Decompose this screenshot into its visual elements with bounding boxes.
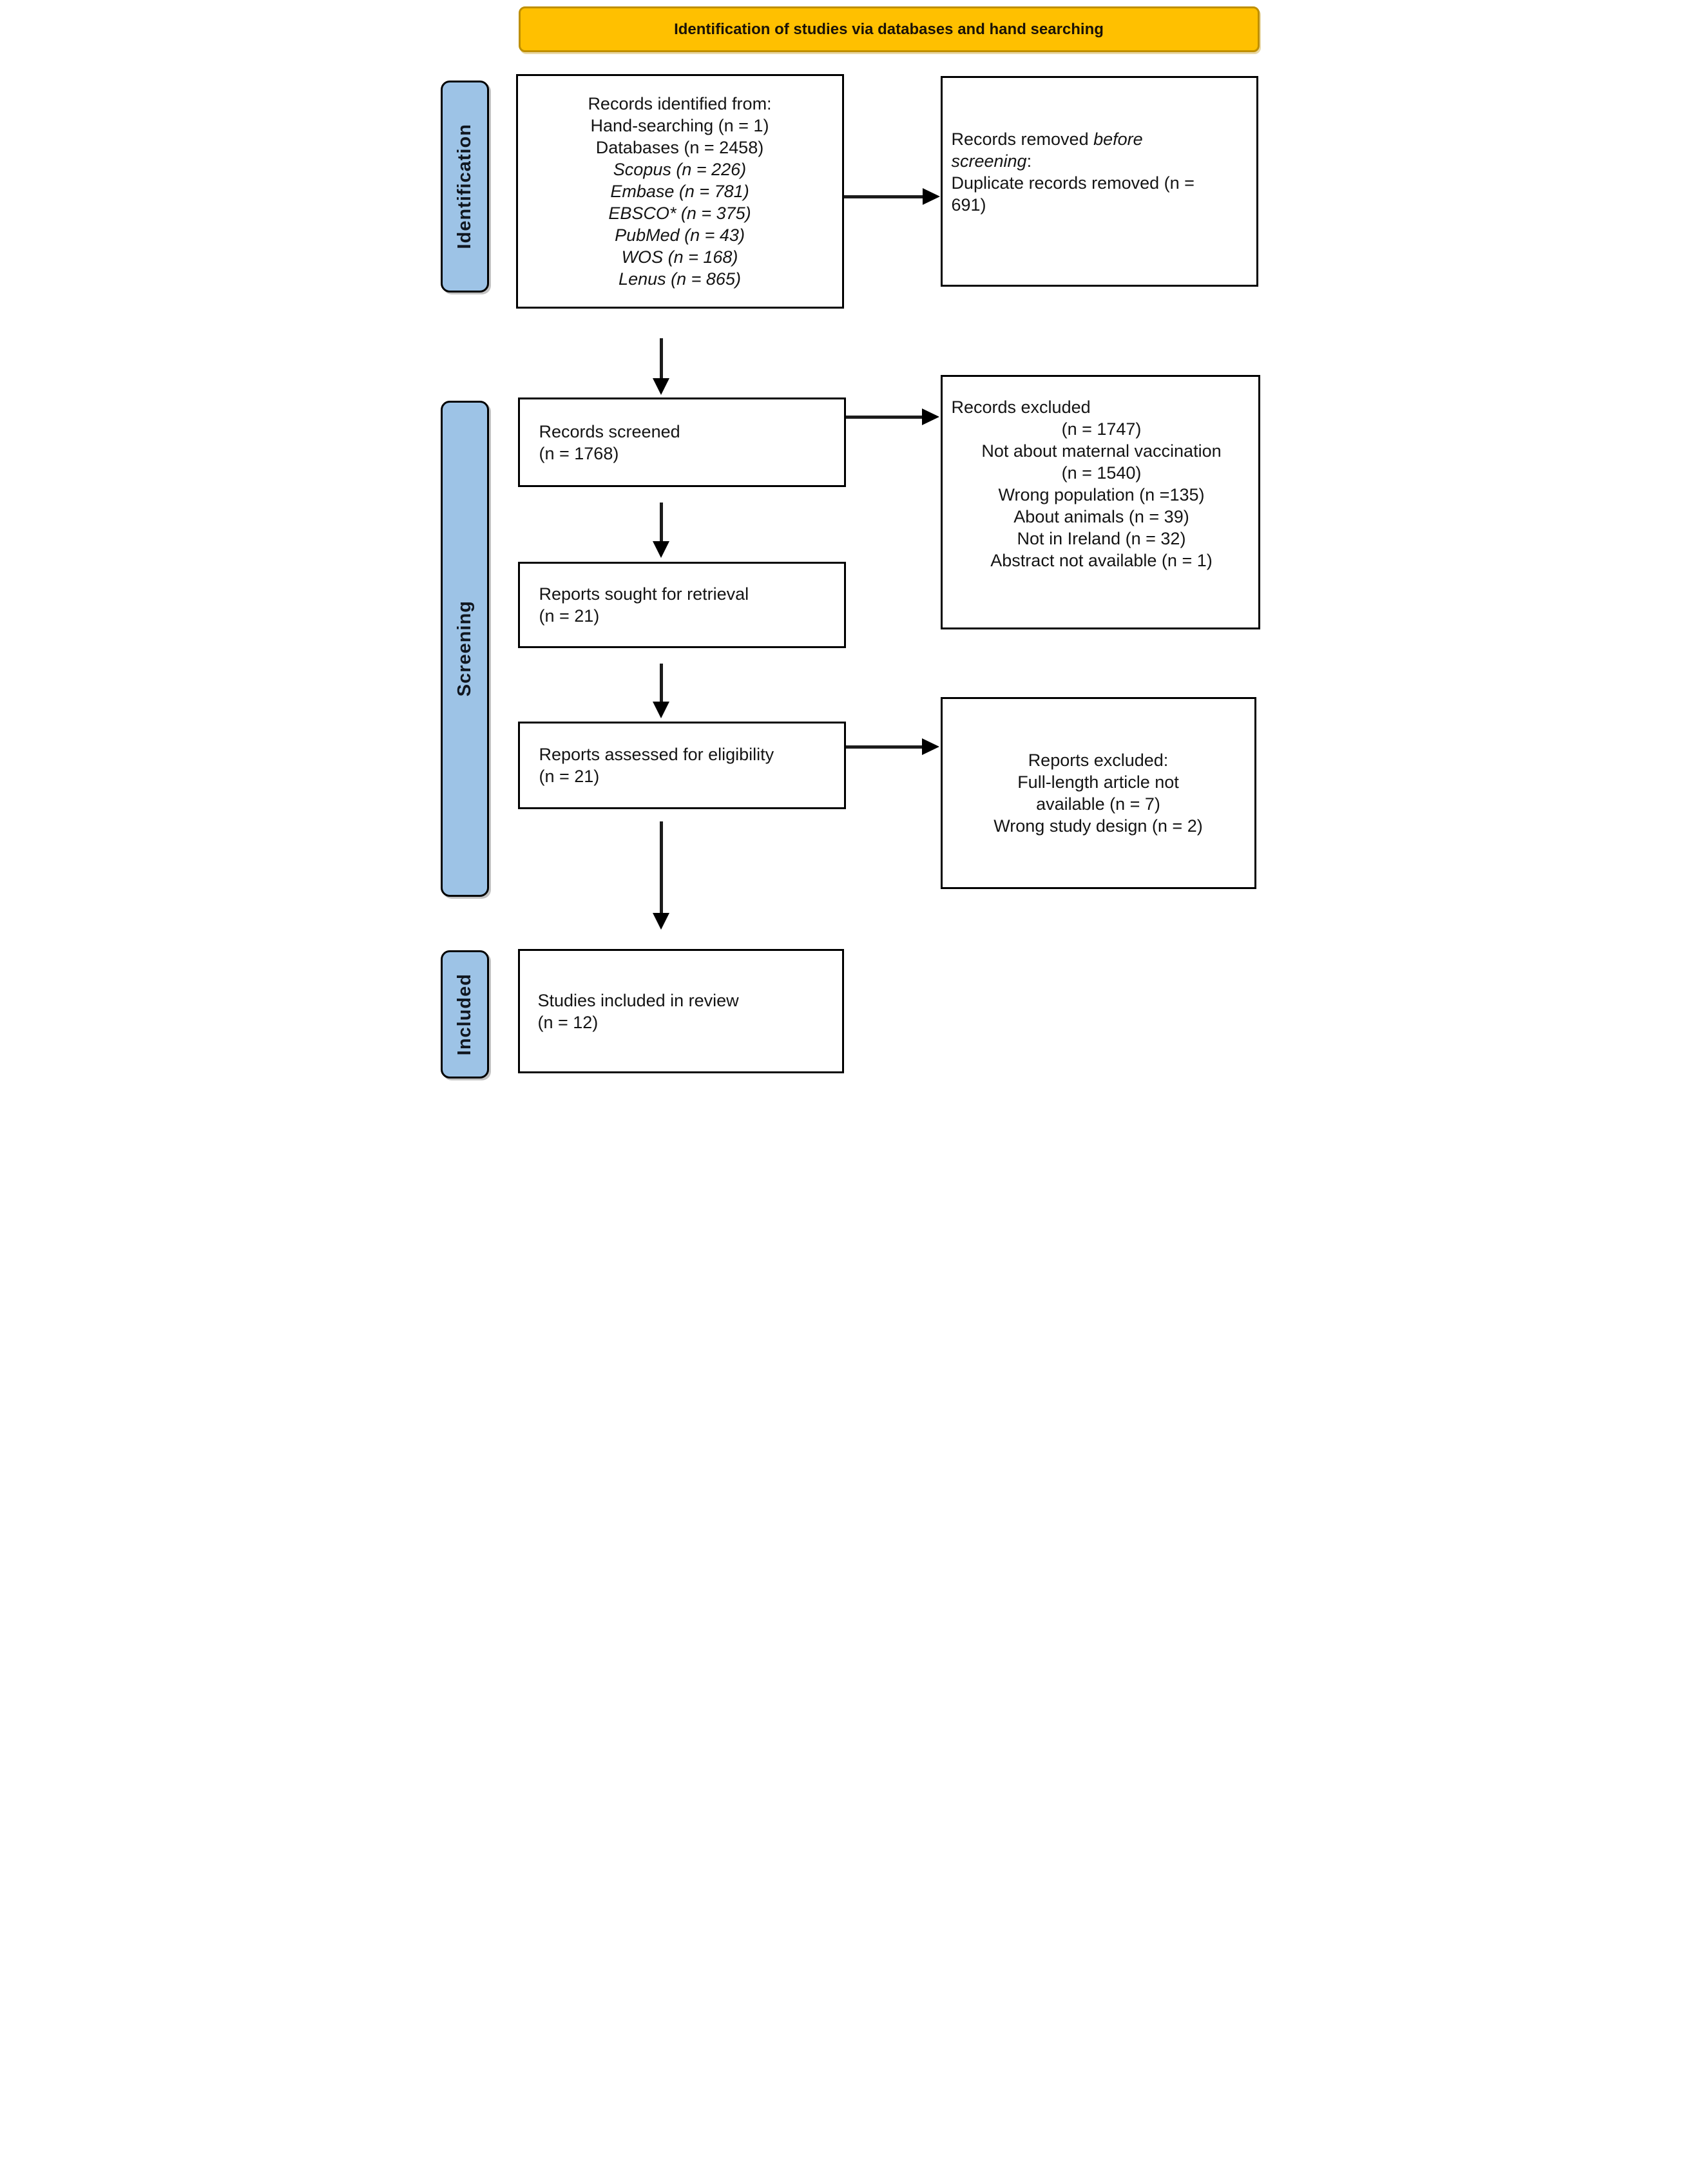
removed-line: 691) <box>951 195 986 215</box>
identified-line: Scopus (n = 226) <box>613 160 747 179</box>
stage-tab-screening: Screening <box>440 401 489 897</box>
stage-tab-identification: Identification <box>440 81 489 292</box>
arrow-screened-to-sought <box>652 503 669 558</box>
box-reports-sought: Reports sought for retrieval (n = 21) <box>517 562 846 648</box>
sought-line: Reports sought for retrieval <box>539 584 749 604</box>
box-records-removed: Records removed before screening: Duplic… <box>940 76 1258 287</box>
removed-line: Records removed before <box>952 128 1247 150</box>
box-studies-included: Studies included in review (n = 12) <box>517 949 844 1073</box>
identified-line: Embase (n = 781) <box>610 182 749 201</box>
identified-line: Lenus (n = 865) <box>619 269 741 289</box>
records-excluded-line: (n = 1540) <box>1061 463 1142 483</box>
removed-text-italic: screening <box>951 151 1027 171</box>
screened-line: Records screened <box>539 421 680 441</box>
sought-count: (n = 21) <box>539 606 600 626</box>
arrow-screened-to-records-excluded <box>845 408 939 425</box>
arrow-identified-to-removed <box>843 188 940 205</box>
stage-label-identification: Identification <box>454 124 475 249</box>
records-excluded-line: Not about maternal vaccination <box>981 441 1222 461</box>
arrow-assessed-to-included <box>652 821 669 930</box>
reports-excluded-line: Wrong study design (n = 2) <box>993 816 1203 836</box>
identified-line: PubMed (n = 43) <box>615 225 745 245</box>
box-reports-assessed: Reports assessed for eligibility (n = 21… <box>517 722 846 809</box>
records-excluded-line: Not in Ireland (n = 32) <box>1017 529 1186 548</box>
screened-count: (n = 1768) <box>539 443 619 463</box>
banner-identification-via-databases: Identification of studies via databases … <box>518 6 1260 52</box>
records-excluded-line: Wrong population (n =135) <box>998 485 1205 504</box>
arrow-sought-to-assessed <box>652 664 669 718</box>
stage-label-screening: Screening <box>454 600 475 697</box>
reports-excluded-line: Reports excluded: <box>1028 751 1169 770</box>
arrow-assessed-to-reports-excluded <box>845 738 939 755</box>
stage-tab-included: Included <box>440 950 489 1078</box>
removed-text: : <box>1026 151 1032 171</box>
reports-excluded-line: Full-length article not <box>1017 772 1179 792</box>
records-excluded-line: Abstract not available (n = 1) <box>990 551 1213 570</box>
box-reports-excluded: Reports excluded: Full-length article no… <box>940 697 1256 889</box>
removed-text: Records removed <box>951 129 1094 149</box>
removed-text-italic: before <box>1093 129 1143 149</box>
prisma-flow-diagram: Identification of studies via databases … <box>425 0 1274 1092</box>
removed-line: Duplicate records removed (n = <box>951 173 1195 193</box>
reports-excluded-line: available (n = 7) <box>1036 794 1160 814</box>
arrow-identified-to-screened <box>652 338 669 395</box>
identified-line: EBSCO* (n = 375) <box>608 204 751 223</box>
records-excluded-line: (n = 1747) <box>1061 419 1142 439</box>
banner-title: Identification of studies via databases … <box>674 20 1104 38</box>
identified-line: Databases (n = 2458) <box>595 138 764 157</box>
identified-line: Hand-searching (n = 1) <box>590 116 769 135</box>
assessed-count: (n = 21) <box>539 767 600 786</box>
included-count: (n = 12) <box>537 1012 599 1032</box>
removed-line: screening: <box>952 150 1247 172</box>
box-records-screened: Records screened (n = 1768) <box>517 398 846 487</box>
stage-label-included: Included <box>454 973 475 1056</box>
identified-line: Records identified from: <box>588 94 772 113</box>
box-records-excluded: Records excluded (n = 1747) Not about ma… <box>940 375 1260 629</box>
identified-line: WOS (n = 168) <box>621 247 738 267</box>
records-excluded-title: Records excluded <box>951 398 1091 417</box>
included-line: Studies included in review <box>537 990 739 1010</box>
assessed-line: Reports assessed for eligibility <box>539 745 774 764</box>
box-records-identified: Records identified from: Hand-searching … <box>515 74 844 309</box>
records-excluded-line: About animals (n = 39) <box>1013 507 1189 526</box>
